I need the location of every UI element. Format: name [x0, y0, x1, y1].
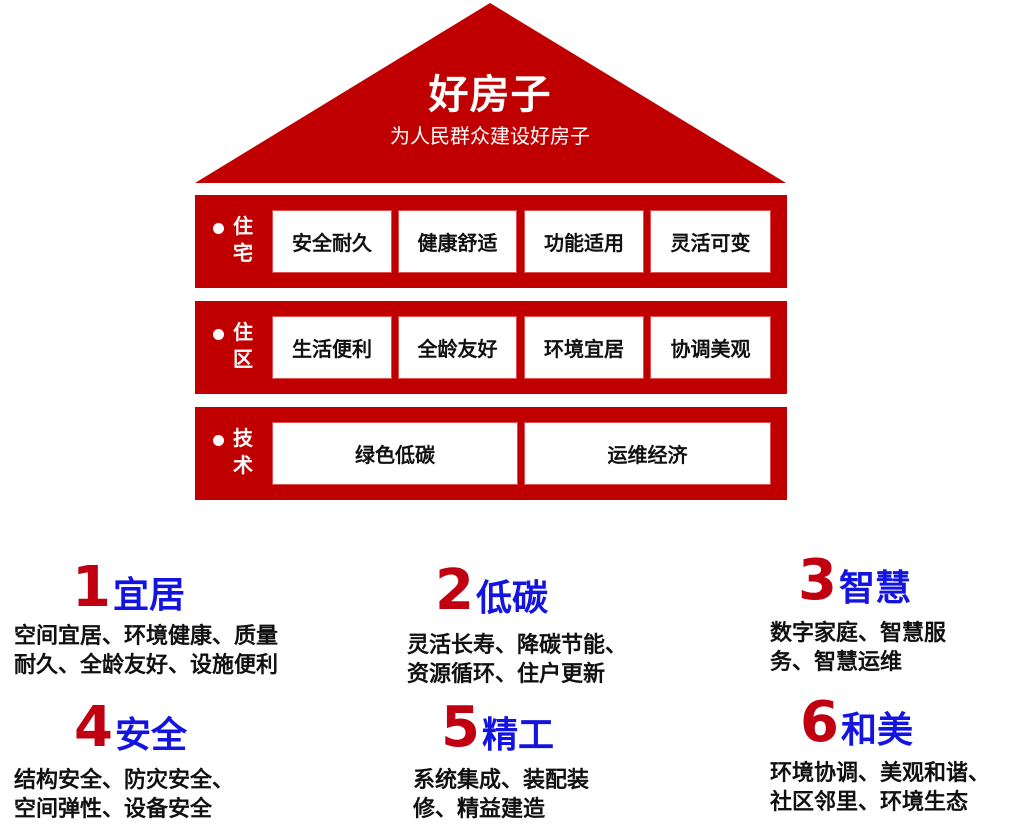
item-desc: 空间弹性、设备安全: [14, 797, 213, 822]
feature-box: 全龄友好: [398, 316, 517, 379]
row-label: 住宅: [233, 214, 253, 265]
item-desc: 耐久、全龄友好、设施便利: [14, 653, 279, 678]
item-desc: 系统集成、装配装: [413, 768, 590, 793]
item-desc: 环境协调、美观和谐、: [770, 761, 991, 786]
item-desc: 社区邻里、环境生态: [770, 790, 969, 815]
roof: [195, 3, 786, 183]
item-number: 4: [74, 695, 113, 760]
item-desc: 灵活长寿、降碳节能、: [407, 633, 628, 658]
diagram-title: 好房子: [428, 72, 552, 118]
feature-box: 运维经济: [524, 422, 771, 485]
item-number: 1: [72, 555, 111, 620]
item-number: 5: [441, 695, 480, 760]
item-desc: 空间宜居、环境健康、质量: [14, 624, 279, 649]
row-residence: 住宅 安全耐久 健康舒适 功能适用 灵活可变: [195, 195, 787, 288]
item-desc: 数字家庭、智慧服: [770, 621, 947, 646]
row-label: 技术: [233, 426, 253, 477]
diagram-subtitle: 为人民群众建设好房子: [390, 124, 590, 148]
item-name: 精工: [481, 715, 554, 756]
item-name: 宜居: [112, 575, 185, 616]
item-desc: 资源循环、住户更新: [407, 662, 606, 687]
feature-box: 绿色低碳: [272, 422, 518, 485]
item-desc: 务、智慧运维: [770, 650, 903, 675]
row-label: 住区: [233, 320, 253, 371]
item-name: 安全: [114, 715, 187, 756]
feature-box: 灵活可变: [650, 210, 771, 273]
bullet-icon: [213, 223, 224, 234]
row-community: 住区 生活便利 全龄友好 环境宜居 协调美观: [195, 301, 787, 394]
feature-box: 健康舒适: [398, 210, 517, 273]
item-name: 低碳: [475, 578, 548, 619]
item-desc: 结构安全、防灾安全、: [14, 768, 235, 793]
item-desc: 修、精益建造: [413, 797, 546, 822]
item-name: 和美: [840, 710, 913, 751]
item-number: 3: [798, 548, 837, 613]
item-number: 6: [800, 690, 839, 755]
feature-box: 功能适用: [524, 210, 644, 273]
row-technology: 技术 绿色低碳 运维经济: [195, 407, 787, 500]
feature-box: 安全耐久: [272, 210, 392, 273]
item-number: 2: [435, 558, 474, 623]
bullet-icon: [213, 329, 224, 340]
item-name: 智慧: [838, 568, 911, 609]
feature-box: 协调美观: [650, 316, 771, 379]
feature-box: 生活便利: [272, 316, 392, 379]
roof-triangle: [195, 3, 786, 183]
bullet-icon: [213, 435, 224, 446]
feature-box: 环境宜居: [524, 316, 644, 379]
